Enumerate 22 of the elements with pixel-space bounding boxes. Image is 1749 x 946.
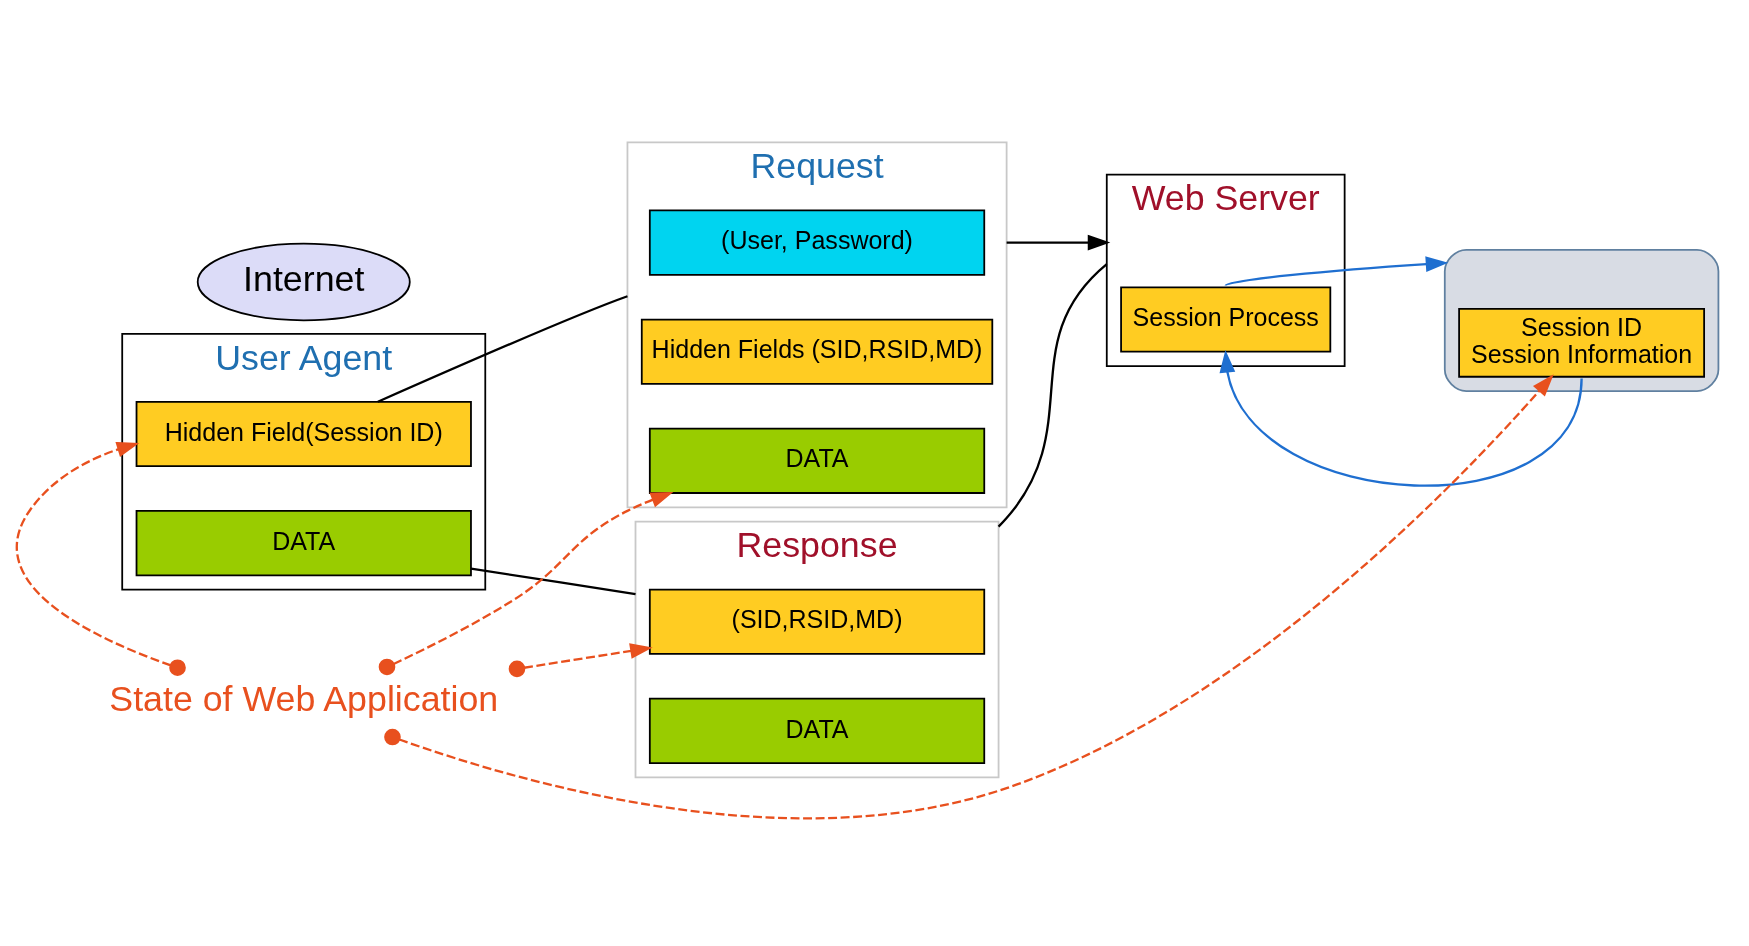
arrow [15,441,186,676]
node-box: Session Process [1120,285,1332,353]
arrow [1225,255,1449,287]
node-box: Hidden Fields (SID,RSID,MD) [640,318,994,385]
connector [470,567,636,595]
node-box: (SID,RSID,MD) [648,588,986,655]
connector [997,262,1108,527]
node-text: State of Web Application [109,678,499,719]
node-box: DATA [648,427,986,494]
node-box: Hidden Field(Session ID) [135,400,472,467]
node-ellipse: Internet [196,242,411,321]
arrow [1006,234,1111,251]
arrow [378,491,674,675]
node-box: DATA [135,509,472,576]
node-box: DATA [648,697,986,764]
node-box: (User, Password) [648,209,986,276]
arrow [508,642,653,677]
node-box: Session ID Session Information [1458,307,1705,378]
connector [377,294,628,403]
arrow [384,373,1554,819]
arrow [1219,349,1583,487]
cluster [1443,248,1720,392]
